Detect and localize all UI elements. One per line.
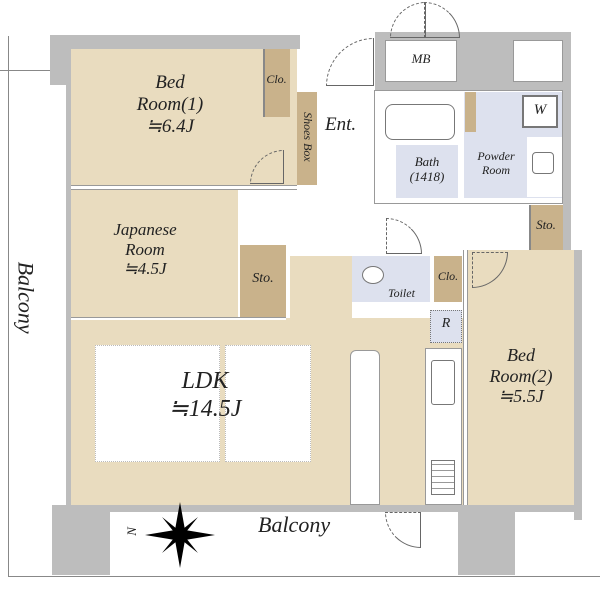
japanese-size: ≒4.5J <box>123 259 167 279</box>
fridge-label: R <box>441 316 451 331</box>
mb-door-2[interactable] <box>424 2 460 38</box>
bath-label: Bath (1418) <box>396 154 458 185</box>
bed1-closet <box>263 49 290 117</box>
japanese-room <box>71 190 238 317</box>
powder-name: Powder <box>477 149 515 163</box>
fridge-space <box>430 310 462 343</box>
balcony-door[interactable] <box>385 512 421 548</box>
left-balcony-outline <box>8 36 9 576</box>
bed2-size: ≒5.5J <box>498 386 544 407</box>
toilet-icon <box>362 266 384 284</box>
compass-north-label: N <box>123 527 139 536</box>
bathtub <box>385 104 455 140</box>
ldk-size: ≒14.5J <box>168 395 242 422</box>
bed2-name2: Room(2) <box>489 365 553 386</box>
bed1-closet-label: Clo. <box>266 72 287 86</box>
entrance-door[interactable] <box>326 38 374 86</box>
japanese-storage-label: Sto. <box>252 271 274 286</box>
pillar-top-left <box>50 35 70 85</box>
japanese-name2: Room <box>125 239 165 259</box>
kitchen-sink-icon <box>431 360 455 405</box>
powder-label: Powder Room <box>464 149 528 178</box>
toilet-label: Toilet <box>388 286 415 300</box>
bed2-label: Bed Room(2) ≒5.5J <box>468 345 574 407</box>
utility-box <box>513 40 563 82</box>
bed1-label: Bed Room(1) ≒6.4J <box>110 72 230 138</box>
interior-wall <box>463 250 468 505</box>
compass-icon <box>140 500 220 570</box>
stove-icon <box>431 460 455 495</box>
ldk-carpet-right <box>225 345 311 462</box>
bath-name: Bath <box>414 154 440 169</box>
bed1-size: ≒6.4J <box>145 115 195 137</box>
left-balcony-rail <box>0 70 50 71</box>
bed1-name: Bed <box>155 72 185 93</box>
ldk-label: LDK ≒14.5J <box>150 368 260 423</box>
toilet-door[interactable] <box>386 218 422 254</box>
wall-bottom <box>52 505 580 512</box>
bottom-balcony-outline <box>8 576 600 577</box>
balcony-label: Balcony <box>258 512 331 537</box>
ldk-upper <box>290 256 352 318</box>
shoes-box-label: Shoes Box <box>300 112 315 162</box>
wash-basin-icon <box>532 152 554 174</box>
interior-wall <box>71 185 297 190</box>
hall-storage <box>529 205 563 250</box>
bed2-name: Bed <box>507 345 535 365</box>
japanese-label: Japanese Room ≒4.5J <box>90 220 200 279</box>
pillar-bottom-right <box>458 505 515 575</box>
wall-left <box>66 35 71 510</box>
ldk-carpet-left <box>95 345 220 462</box>
japanese-storage <box>240 245 286 317</box>
bed2-closet-label: Clo. <box>437 269 459 283</box>
pipe-shaft <box>350 350 380 505</box>
japanese-name: Japanese <box>113 220 177 239</box>
hall-storage-label: Sto. <box>536 217 556 232</box>
shoes-box <box>297 92 317 185</box>
bath-size: (1418) <box>409 168 445 184</box>
powder-name2: Room <box>482 162 510 177</box>
bed-room-2 <box>468 250 574 505</box>
washer-box <box>522 95 558 128</box>
entrance-label: Ent. <box>325 114 357 135</box>
washer-label: W <box>533 102 547 118</box>
powder-storage <box>465 92 476 132</box>
bath-room <box>396 145 458 198</box>
wall-right-lower <box>574 250 582 520</box>
left-balcony-label: Balcony <box>13 261 39 334</box>
interior-wall <box>71 317 286 320</box>
ldk-name: LDK <box>181 368 229 394</box>
pillar-bottom-left <box>52 505 110 575</box>
bed2-closet <box>434 256 462 302</box>
mb-door[interactable] <box>390 2 426 38</box>
meter-box <box>385 40 457 82</box>
wall-top-left <box>50 35 300 49</box>
bed1-name2: Room(1) <box>136 93 204 115</box>
mb-label: MB <box>411 51 431 66</box>
wall-right-upper <box>563 32 571 252</box>
